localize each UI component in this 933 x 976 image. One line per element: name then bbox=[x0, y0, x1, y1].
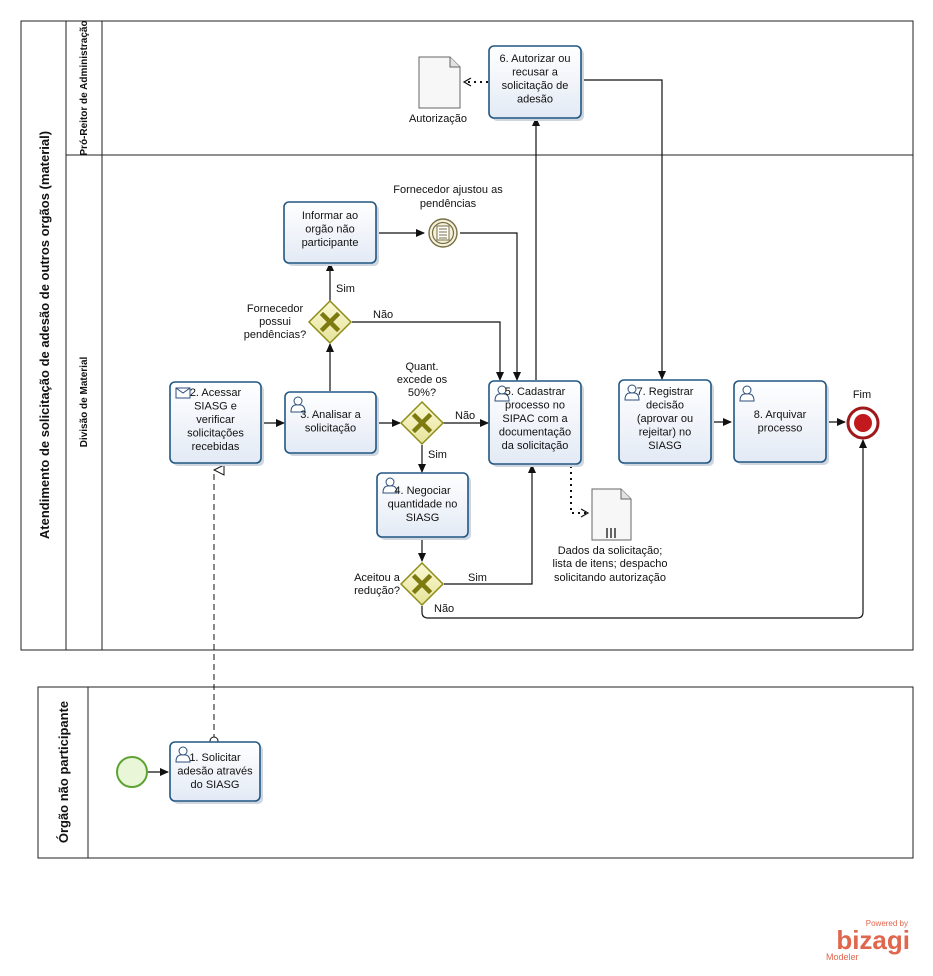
gateway-g2-label-3: 50%? bbox=[408, 387, 436, 399]
task-t5-label-1: 5. Cadastrar bbox=[505, 386, 566, 398]
task-t3[interactable]: 3. Analisar a solicitação bbox=[284, 391, 379, 456]
exclusive-x-icon bbox=[411, 412, 433, 434]
task-t4-label-2: quantidade no bbox=[388, 499, 458, 511]
task-t2-label-4: solicitações bbox=[187, 428, 244, 440]
task-t_inf-label-1: Informar ao bbox=[302, 210, 358, 222]
end-event[interactable]: Fim bbox=[846, 389, 880, 440]
lane-pro-reitor: Pró-Reitor de Administração bbox=[79, 20, 90, 155]
gateway-g3[interactable] bbox=[399, 561, 445, 607]
task-t4-label-1: 4. Negociar bbox=[394, 485, 451, 497]
task-t3-label-2: solicitação bbox=[305, 423, 356, 435]
data-object-dados-label-2: lista de itens; despacho bbox=[553, 558, 668, 570]
task-t8[interactable]: 8. Arquivar processo bbox=[733, 380, 829, 465]
flow-t6-t7 bbox=[582, 79, 666, 380]
user-task-icon bbox=[382, 477, 398, 494]
data-object-autorizacao[interactable]: Autorização bbox=[409, 56, 467, 125]
gateway-g1[interactable] bbox=[307, 299, 353, 345]
task-t7-label-3: (aprovar ou bbox=[637, 413, 693, 425]
task-t2-label-1: 2. Acessar bbox=[190, 387, 242, 399]
data-object-autorizacao-label: Autorização bbox=[409, 113, 467, 125]
brand-sub: Modeler bbox=[826, 952, 859, 962]
user-task-icon bbox=[624, 384, 640, 401]
flow-g3-end bbox=[421, 439, 867, 619]
task-t1-label-1: 1. Solicitar bbox=[189, 752, 241, 764]
intermediate-event-label-2: pendências bbox=[420, 198, 477, 210]
task-t8-label-1: 8. Arquivar bbox=[754, 409, 807, 421]
flow-intermediate-t5 bbox=[460, 232, 521, 381]
brand-powered-by: Powered by bbox=[866, 919, 908, 928]
user-task-icon bbox=[494, 385, 510, 402]
gateway-g2-label-2: excede os bbox=[397, 374, 448, 386]
intermediate-event[interactable] bbox=[428, 218, 458, 248]
exclusive-x-icon bbox=[411, 573, 433, 595]
task-t6-label-3: solicitação de bbox=[502, 80, 569, 92]
gateway-g3-label-1: Aceitou a bbox=[354, 572, 401, 584]
flow-label-g2-nao: Não bbox=[455, 410, 475, 422]
task-t7-label-4: rejeitar) no bbox=[639, 427, 692, 439]
pool-main: Atendimento de solicitação de adesão de … bbox=[20, 20, 914, 651]
flow-label-g2-sim: Sim bbox=[428, 449, 447, 461]
flow-g3-t5 bbox=[444, 464, 536, 585]
gateway-g1-label-2: possui bbox=[259, 316, 291, 328]
bizagi-logo: Powered by bizagi Modeler bbox=[826, 919, 910, 962]
flow-label-g3-sim: Sim bbox=[468, 572, 487, 584]
task-t6-label-1: 6. Autorizar ou bbox=[500, 53, 571, 65]
task-t5-label-5: da solicitação bbox=[502, 440, 569, 452]
task-t1-label-3: do SIASG bbox=[191, 779, 240, 791]
task-t7-label-2: decisão bbox=[646, 400, 684, 412]
associations bbox=[462, 77, 590, 518]
gateway-g2[interactable] bbox=[399, 400, 445, 446]
task-t2-label-5: recebidas bbox=[192, 441, 240, 453]
task-t2-label-2: SIASG e bbox=[194, 401, 237, 413]
end-event-label: Fim bbox=[853, 389, 871, 401]
user-task-icon bbox=[175, 746, 191, 763]
gateway-g3-label-2: redução? bbox=[354, 585, 400, 597]
start-event[interactable] bbox=[116, 756, 148, 788]
task-t6-label-2: recusar a bbox=[512, 67, 559, 79]
task-t_inf-label-3: participante bbox=[302, 237, 359, 249]
data-object-dados-label-3: solicitando autorização bbox=[554, 572, 666, 584]
task-t5-label-2: processo no bbox=[505, 400, 565, 412]
flow-g1-t5 bbox=[352, 321, 504, 381]
flow-label-g1-nao: Não bbox=[373, 309, 393, 321]
task-t5-label-3: SIPAC com a bbox=[502, 413, 568, 425]
intermediate-event-label-1: Fornecedor ajustou as bbox=[393, 184, 503, 196]
task-t7-label-1: 7. Registrar bbox=[637, 386, 694, 398]
task-t1-label-2: adesão através bbox=[177, 766, 253, 778]
flow-label-g1-sim: Sim bbox=[336, 283, 355, 295]
gateway-g1-label-1: Fornecedor bbox=[247, 303, 304, 315]
task-t5-label-4: documentação bbox=[499, 427, 571, 439]
flow-label-g3-nao: Não bbox=[434, 603, 454, 615]
task-t7[interactable]: 7. Registrar decisão(aprovar ou rejeitar) … bbox=[618, 379, 714, 466]
lane-divisao-material: Divisão de Material bbox=[79, 356, 90, 447]
task-t8-label-2: processo bbox=[758, 423, 803, 435]
user-task-icon bbox=[290, 396, 306, 413]
task-t2-label-3: verificar bbox=[196, 414, 235, 426]
brand-name: bizagi bbox=[836, 925, 910, 955]
task-t3-label-1: 3. Analisar a bbox=[300, 409, 361, 421]
task-t7-label-5: SIASG bbox=[648, 440, 682, 452]
gateway-g2-label-1: Quant. bbox=[405, 361, 438, 373]
exclusive-x-icon bbox=[319, 311, 341, 333]
task-t_inf-label-2: orgão não bbox=[305, 224, 355, 236]
data-object-dados[interactable] bbox=[591, 488, 632, 541]
task-t4-label-3: SIASG bbox=[406, 512, 440, 524]
data-object-dados-label-1: Dados da solicitação; bbox=[558, 545, 663, 557]
envelope-icon bbox=[175, 387, 191, 399]
sequence-flows bbox=[148, 79, 867, 776]
pool-main-title: Atendimento de solicitação de adesão de … bbox=[37, 131, 52, 539]
user-task-icon bbox=[739, 385, 755, 402]
task-t6-label-4: adesão bbox=[517, 94, 553, 106]
gateway-g1-label-3: pendências? bbox=[244, 329, 306, 341]
pool-external-title: Órgão não participante bbox=[56, 701, 71, 843]
